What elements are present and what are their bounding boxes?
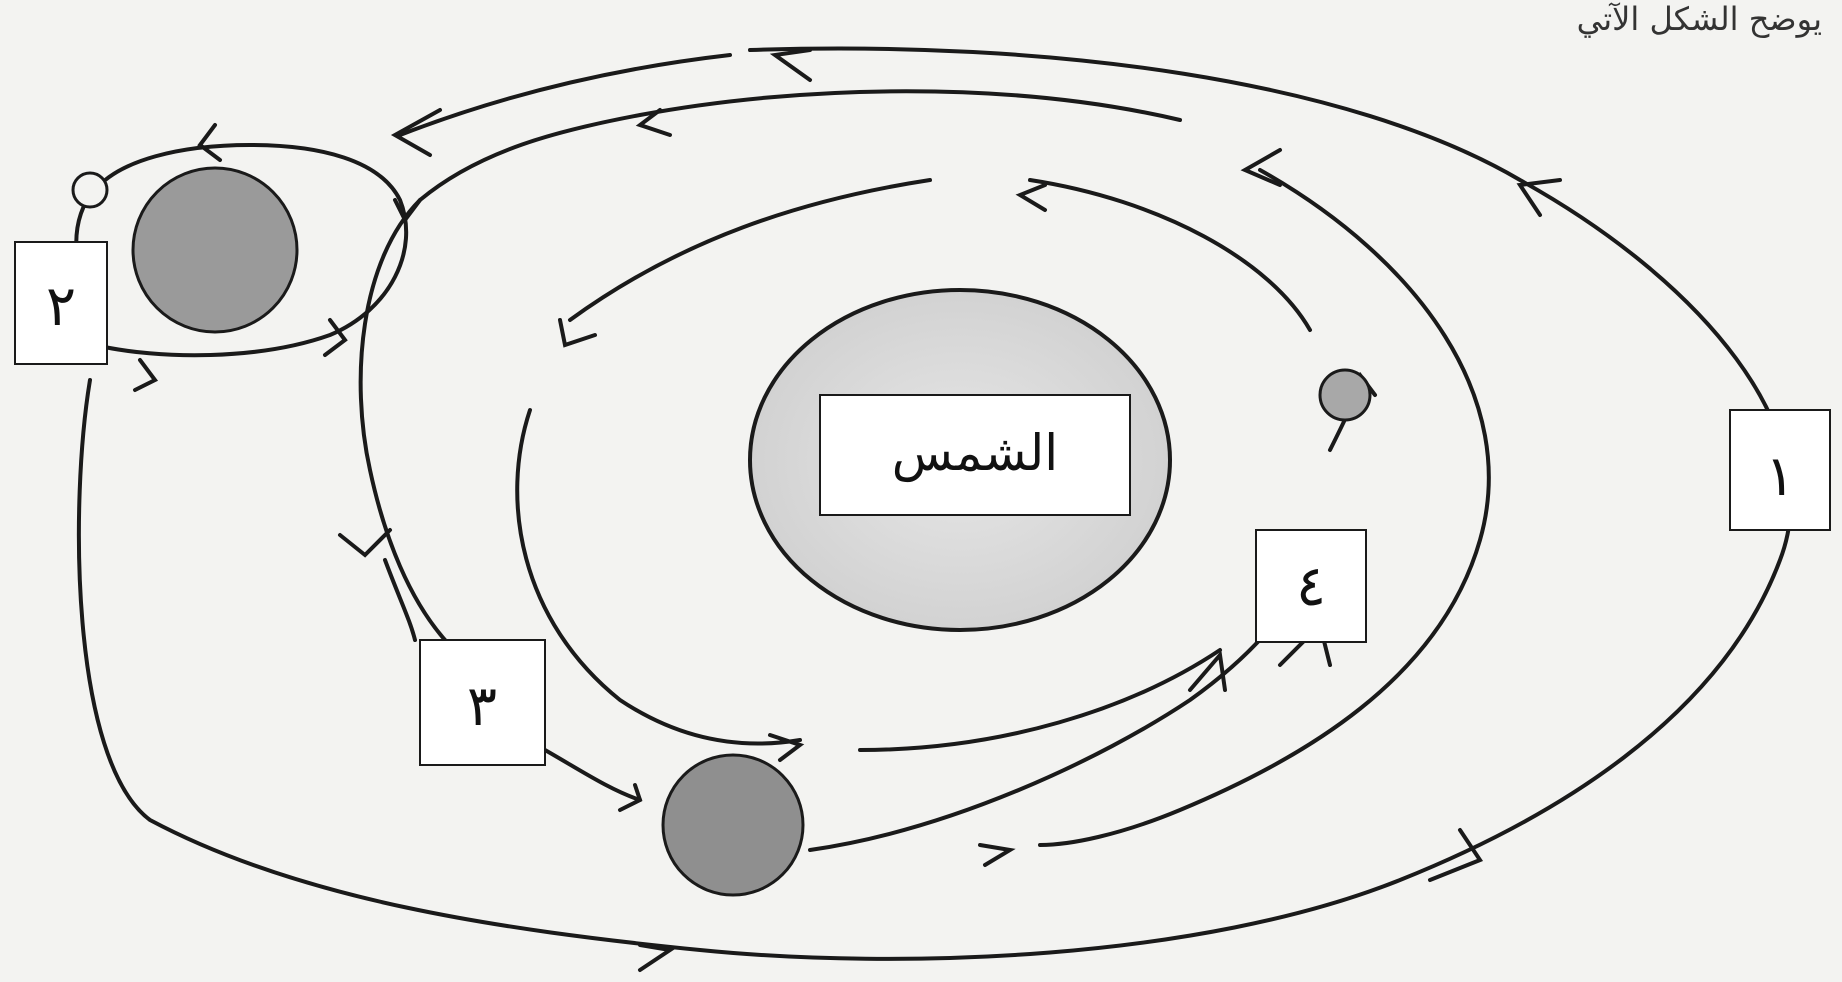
label-box-4: ٤ <box>1256 530 1366 642</box>
sun-label: الشمس <box>892 424 1058 482</box>
planet-large-left <box>133 168 297 332</box>
connector-3 <box>385 560 415 640</box>
orbit-3-right <box>1030 180 1310 330</box>
label-box-3: ٣ <box>420 640 545 765</box>
planet-small-right <box>1320 370 1370 420</box>
planet-bottom <box>663 755 803 895</box>
label-2: ٢ <box>46 274 76 339</box>
connector-3-to-planet <box>545 750 640 800</box>
moon-small <box>73 173 107 207</box>
orbit-1-upper-left <box>400 55 730 135</box>
label-1: ١ <box>1765 444 1795 509</box>
orbit-3-bottom <box>860 650 1220 750</box>
label-3: ٣ <box>467 674 497 739</box>
label-box-2: ٢ <box>15 242 107 364</box>
label-box-1: ١ <box>1730 410 1830 530</box>
orbit-3 <box>570 180 930 320</box>
label-4: ٤ <box>1296 554 1326 619</box>
